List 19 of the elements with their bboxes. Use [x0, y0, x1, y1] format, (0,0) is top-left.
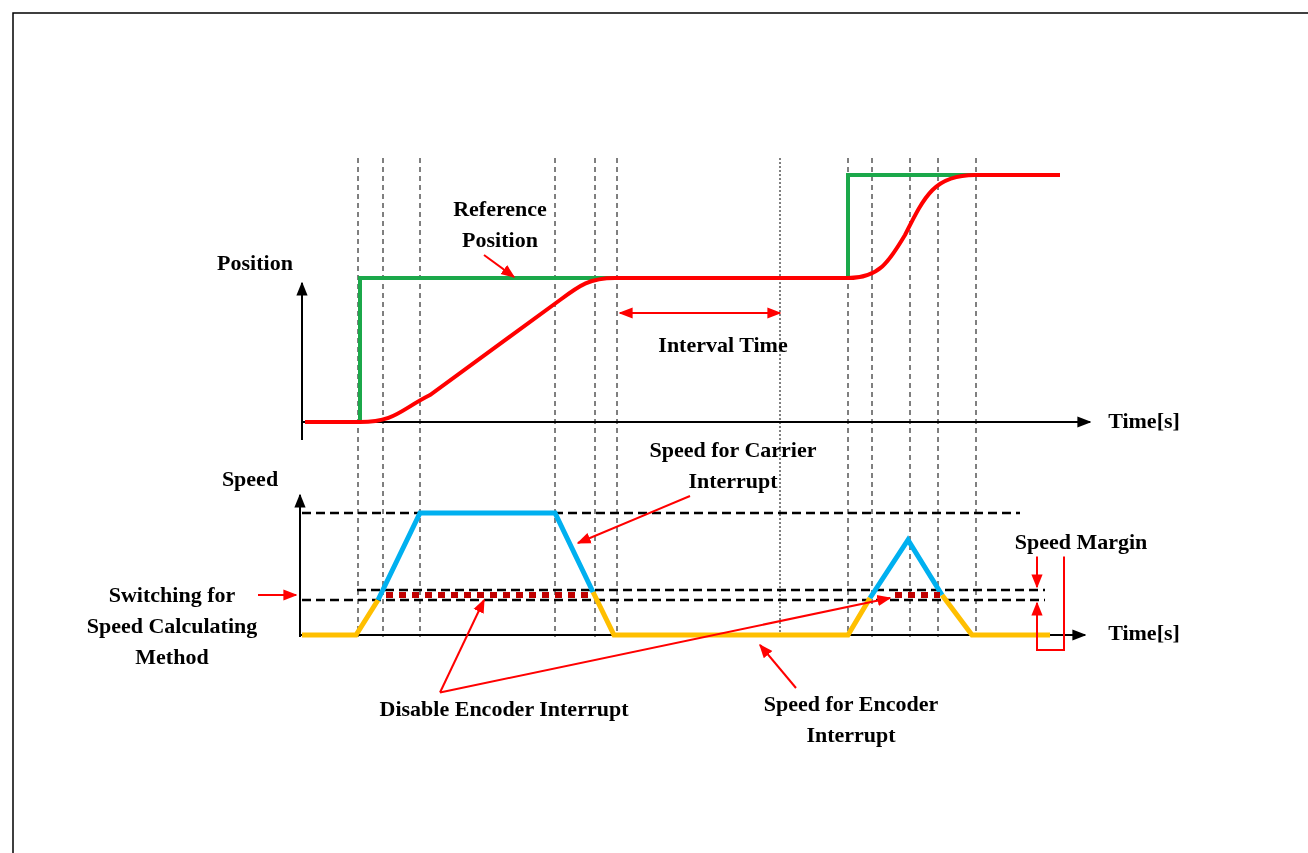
axis-label: Speed — [221, 464, 279, 493]
axis-label: Time[s] — [1108, 618, 1180, 647]
leader-line — [439, 595, 892, 694]
axis-label: Time[s] — [1108, 406, 1180, 435]
annotation-text: Switching for Speed Calculating Method — [86, 578, 258, 672]
annotation-text: Speed Margin — [1014, 525, 1148, 557]
leader-line — [439, 598, 485, 694]
axis-label: Position — [217, 248, 293, 277]
leader-line — [576, 495, 691, 544]
annotation-text: Speed for Encoder Interrupt — [756, 688, 946, 750]
leader-line — [483, 254, 516, 278]
axis-label: Interval Time — [658, 330, 788, 359]
leader-line — [759, 643, 797, 689]
leader-line — [257, 589, 298, 601]
annotation-text: Speed for Carrier Interrupt — [643, 434, 823, 496]
leader-line — [1031, 555, 1065, 651]
leader-line — [1031, 555, 1043, 589]
annotation-text: Disable Encoder Interrupt — [379, 692, 629, 724]
annotation-text: Reference Position — [440, 193, 560, 255]
